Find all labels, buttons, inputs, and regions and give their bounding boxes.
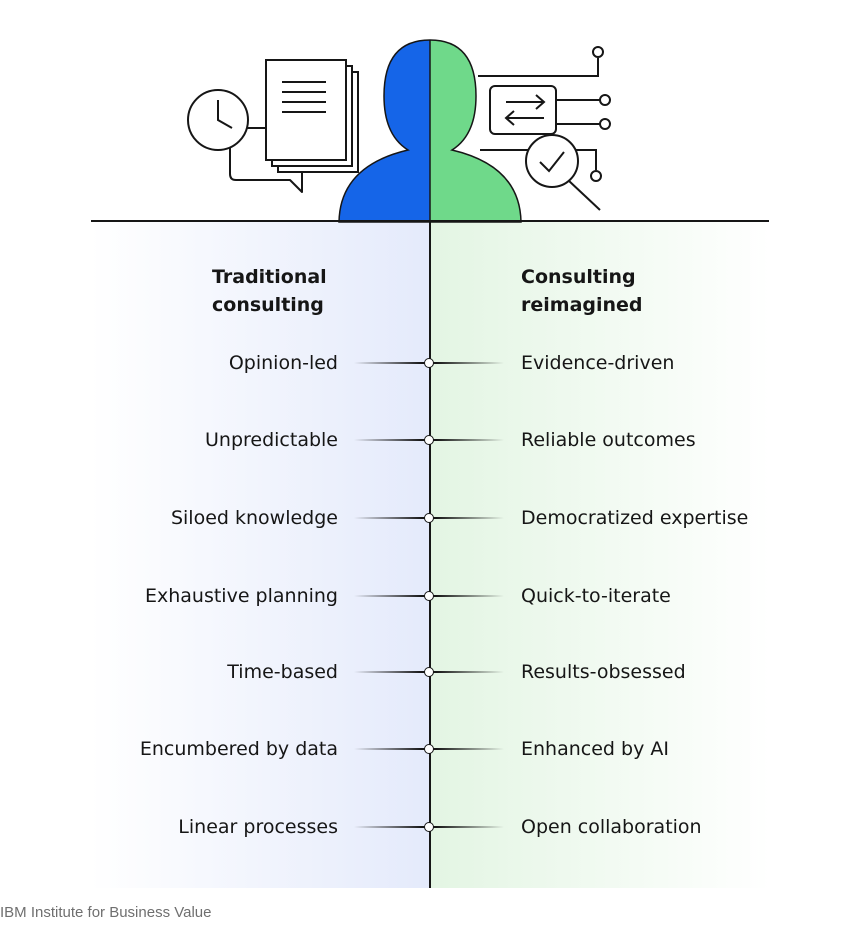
connector-node — [424, 513, 434, 523]
connector-node — [424, 744, 434, 754]
connector-node — [424, 591, 434, 601]
center-divider-line — [429, 222, 431, 888]
connector-node — [424, 822, 434, 832]
traditional-item: Unpredictable — [205, 429, 338, 451]
checkmark-magnifier-icon — [525, 134, 601, 211]
consulting-reimagined-heading: Consulting reimagined — [521, 263, 643, 319]
reimagined-item: Evidence-driven — [521, 352, 675, 374]
heading-line: consulting — [212, 294, 324, 316]
connector-node — [424, 435, 434, 445]
connector-node — [424, 358, 434, 368]
comparison-row: Unpredictable Reliable outcomes — [0, 425, 853, 455]
reimagined-background — [430, 222, 770, 888]
traditional-consulting-heading: Traditional consulting — [212, 263, 327, 319]
swap-arrows-icon — [489, 85, 557, 135]
heading-line: reimagined — [521, 294, 643, 316]
reimagined-item: Enhanced by AI — [521, 738, 669, 760]
traditional-item: Linear processes — [178, 816, 338, 838]
comparison-row: Exhaustive planning Quick-to-iterate — [0, 581, 853, 611]
reimagined-item: Open collaboration — [521, 816, 702, 838]
header-illustration — [187, 39, 611, 223]
comparison-row: Encumbered by data Enhanced by AI — [0, 734, 853, 764]
source-credit: IBM Institute for Business Value — [0, 904, 212, 921]
heading-line: Traditional — [212, 266, 327, 288]
horizon-line — [91, 220, 769, 222]
traditional-item: Exhaustive planning — [144, 585, 338, 607]
comparison-row: Time-based Results-obsessed — [0, 657, 853, 687]
reimagined-item: Results-obsessed — [521, 661, 686, 683]
document-icon — [265, 59, 359, 173]
traditional-item: Siloed knowledge — [170, 507, 338, 529]
comparison-row: Siloed knowledge Democratized expertise — [0, 503, 853, 533]
traditional-item: Opinion-led — [228, 352, 338, 374]
reimagined-item: Quick-to-iterate — [521, 585, 671, 607]
comparison-row: Opinion-led Evidence-driven — [0, 348, 853, 378]
reimagined-item: Democratized expertise — [521, 507, 749, 529]
connector-node — [424, 667, 434, 677]
reimagined-item: Reliable outcomes — [521, 429, 696, 451]
heading-line: Consulting — [521, 266, 636, 288]
traditional-background — [90, 222, 430, 888]
comparison-row: Linear processes Open collaboration — [0, 812, 853, 842]
traditional-item: Time-based — [227, 661, 338, 683]
clock-icon — [187, 89, 249, 151]
traditional-item: Encumbered by data — [139, 738, 338, 760]
